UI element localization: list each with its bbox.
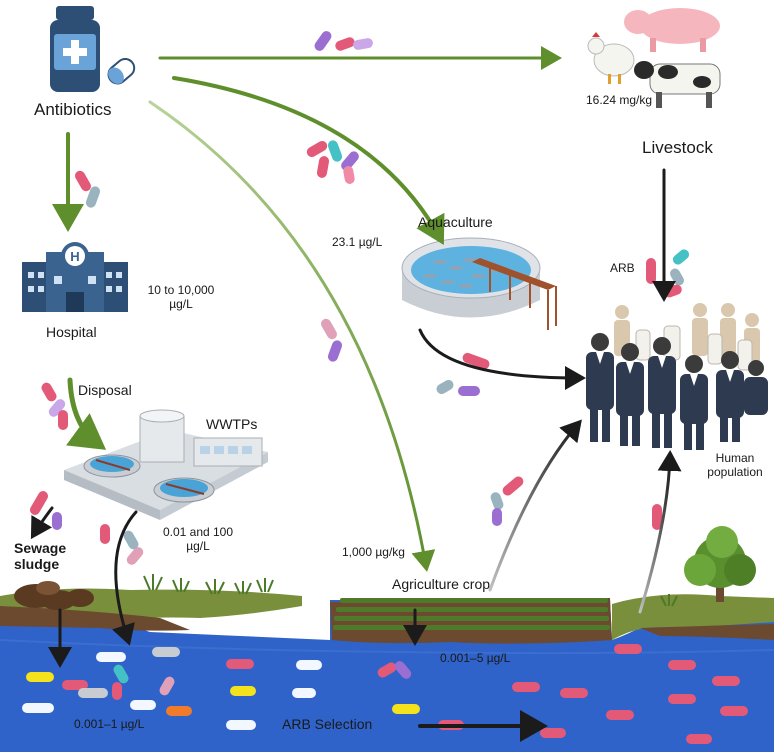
disposal-label: Disposal	[78, 382, 132, 398]
crop-water-concentration: 0.001–5 µg/L	[440, 651, 511, 665]
right-ground	[612, 594, 774, 640]
water-concentration: 0.001–1 µg/L	[74, 717, 145, 731]
livestock-concentration: 16.24 mg/kg	[586, 93, 653, 107]
tree-icon	[684, 526, 756, 602]
aquaculture-label: Aquaculture	[418, 214, 493, 230]
hospital-concentration: 10 to 10,000 µg/L	[147, 283, 215, 311]
grass-icon	[143, 574, 678, 607]
capsule-icon	[29, 31, 690, 700]
sludge-pile-icon	[14, 581, 94, 610]
hospital-icon: H	[22, 242, 128, 312]
livestock-label: Livestock	[642, 138, 713, 157]
hospital-label: Hospital	[46, 324, 97, 340]
antibiotics-label: Antibiotics	[34, 100, 112, 119]
green-flow-arrows	[52, 46, 562, 572]
agriculture-concentration: 1,000 µg/kg	[342, 545, 405, 559]
crop-rows	[333, 598, 610, 630]
livestock-icon	[587, 8, 721, 108]
wwtps-label: WWTPs	[206, 416, 258, 432]
aquaculture-tank-icon	[401, 237, 557, 330]
wwtp-icon	[64, 409, 268, 520]
agriculture-crop-label: Agriculture crop	[392, 576, 491, 592]
crowd-icon	[586, 303, 768, 450]
aquaculture-concentration: 23.1 µg/L	[332, 235, 383, 249]
crop-field	[330, 598, 612, 644]
human-population-label: Human population	[707, 451, 763, 479]
wwtp-concentration: 0.01 and 100 µg/L	[162, 525, 234, 553]
arb-label: ARB	[610, 261, 635, 275]
arb-selection-label: ARB Selection	[282, 716, 373, 732]
black-flow-arrows	[30, 168, 682, 742]
sewage-sludge-label: Sewage sludge	[14, 540, 67, 573]
svg-text:H: H	[70, 249, 79, 264]
water-bacteria	[22, 644, 748, 744]
antibiotic-bottle-icon	[50, 6, 136, 92]
